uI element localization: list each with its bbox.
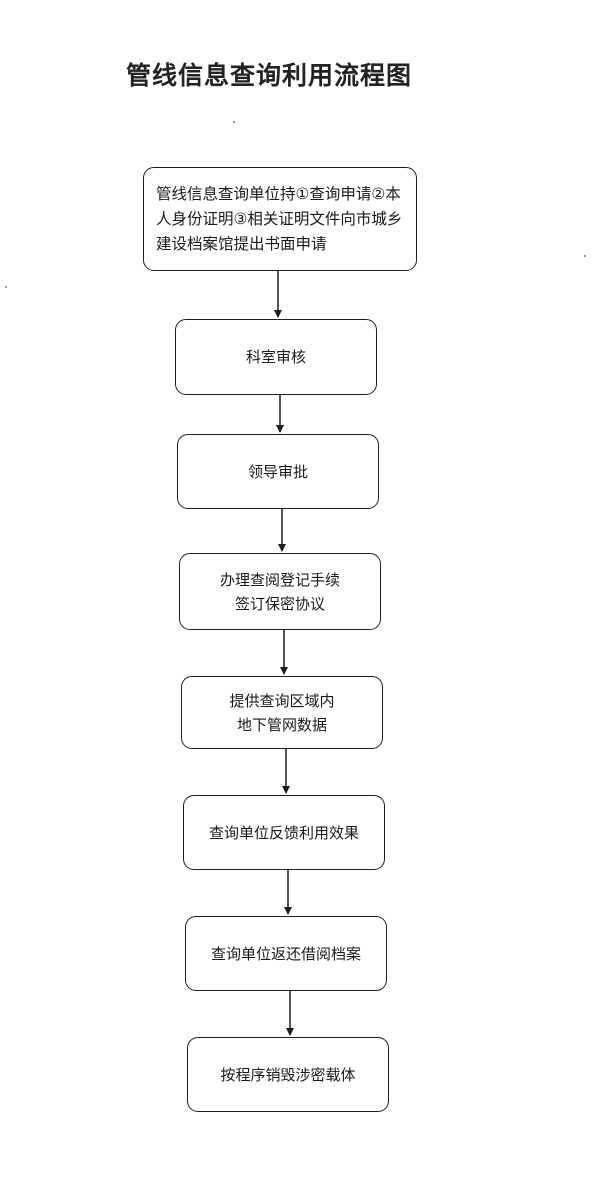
- step-text-line: 领导审批: [247, 462, 308, 481]
- step-text-line: 建设档案馆提出书面申请: [156, 234, 327, 253]
- flow-step-leader-approval: 领导审批: [177, 434, 379, 509]
- step-text-line: 科室审核: [245, 348, 306, 366]
- step-text-line: 地下管网数据: [236, 715, 327, 734]
- flow-step-destroy-media: 按程序销毁涉密载体: [187, 1037, 389, 1112]
- step-text-line: 查询单位返还借阅档案: [210, 944, 361, 963]
- scan-speck: [5, 286, 7, 288]
- flow-step-provide-data: 提供查询区域内 地下管网数据: [181, 676, 383, 749]
- flow-step-feedback: 查询单位反馈利用效果: [183, 795, 385, 870]
- flow-step-registration: 办理查阅登记手续 签订保密协议: [179, 553, 381, 630]
- flowchart-title: 管线信息查询利用流程图: [126, 61, 413, 90]
- flow-step-application: 管线信息查询单位持①查询申请②本 人身份证明③相关证明文件向市城乡 建设档案馆提…: [143, 167, 417, 271]
- scan-speck: [584, 255, 586, 257]
- step-text-line: 提供查询区域内: [229, 691, 335, 710]
- flow-step-return-archives: 查询单位返还借阅档案: [185, 916, 387, 991]
- step-text-line: 办理查阅登记手续: [219, 570, 340, 589]
- step-text-line: 管线信息查询单位持①查询申请②本: [156, 184, 401, 203]
- step-text-line: 人身份证明③相关证明文件向市城乡: [156, 209, 403, 228]
- step-text-line: 签订保密协议: [234, 594, 325, 613]
- scan-speck: [233, 121, 235, 123]
- flow-step-department-review: 科室审核: [175, 319, 377, 395]
- step-text-line: 按程序销毁涉密载体: [220, 1065, 356, 1084]
- step-text-line: 查询单位反馈利用效果: [208, 823, 359, 842]
